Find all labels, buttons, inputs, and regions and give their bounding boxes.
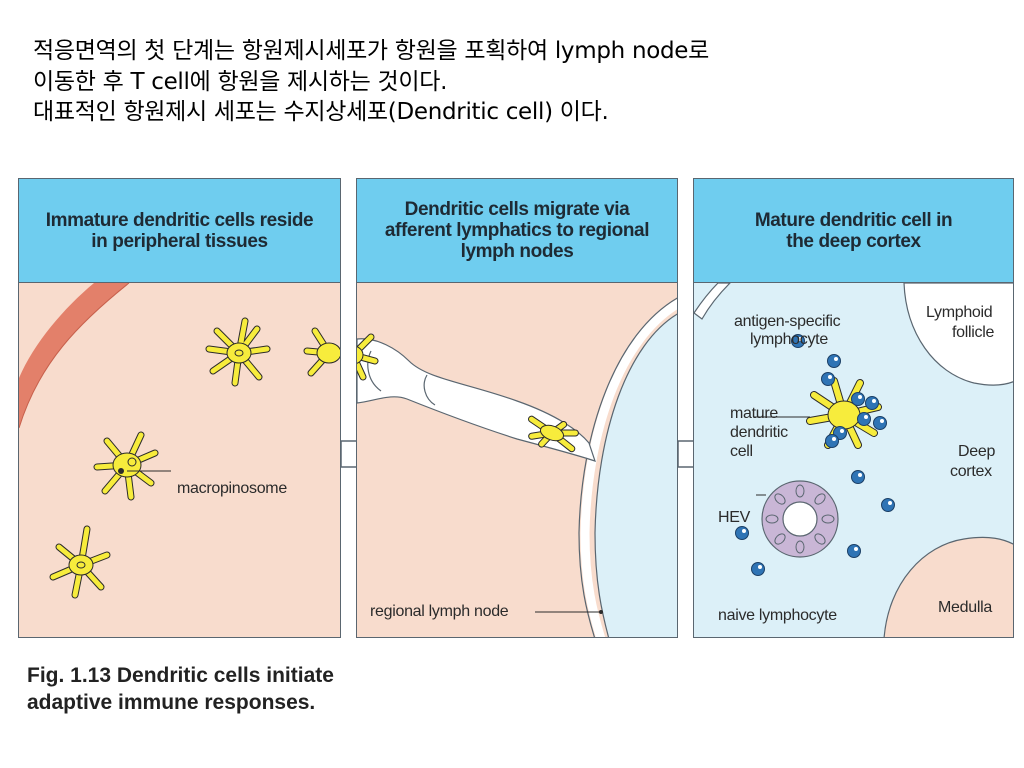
macropinosome-dot [118, 468, 124, 474]
tissue-background [19, 283, 340, 637]
panel-3-title-line: the deep cortex [786, 230, 921, 252]
panel-mature-dc: Mature dendritic cell in the deep cortex [693, 178, 1014, 638]
panel-2-title-line: Dendritic cells migrate via [404, 199, 630, 220]
dendritic-cell [303, 327, 340, 377]
intro-line: 대표적인 항원제시 세포는 수지상세포(Dendritic cell) 이다. [33, 99, 609, 125]
lymphocyte-nuclei [798, 337, 884, 441]
panel-2-title-line: afferent lymphatics to regional [384, 220, 650, 241]
dendritic-cell [357, 333, 379, 381]
panel-3-header: Mature dendritic cell in the deep cortex [694, 179, 1013, 283]
deep-cortex-illustration [694, 283, 1013, 637]
lymphatic-migration-illustration [357, 283, 677, 637]
panel-3-title-line: Mature dendritic cell in [754, 209, 953, 231]
deep-cortex-label: Deep [958, 443, 996, 460]
dendritic-cell [205, 317, 271, 387]
lymph-node-region [594, 313, 677, 637]
caption-line: Fig. 1.13 Dendritic cells initiate [27, 664, 334, 687]
macropinosome-label: macropinosome [177, 480, 287, 497]
antigen-specific-label: antigen-specific [734, 313, 841, 330]
migrating-dendritic-cell [527, 415, 579, 453]
regional-lymph-node-label: regional lymph node [370, 603, 509, 620]
panel-1-title-line: in peripheral tissues [91, 230, 268, 252]
caption-line: adaptive immune responses. [27, 691, 316, 714]
high-endothelial-venule [761, 480, 839, 558]
medulla-label: Medulla [938, 599, 992, 616]
hev-label: HEV [718, 509, 750, 526]
intro-line: 적응면역의 첫 단계는 항원제시세포가 항원을 포획하여 lymph node로 [33, 38, 709, 64]
panel-2-header: Dendritic cells migrate via afferent lym… [357, 179, 677, 283]
lymphoid-follicle-label: Lymphoid [926, 304, 993, 321]
lymphoid-follicle [903, 283, 1013, 386]
panel-dc-migration: Dendritic cells migrate via afferent lym… [356, 178, 678, 638]
dendritic-cell-with-macropinosome [93, 431, 159, 501]
intro-line: 이동한 후 T cell에 항원을 제시하는 것이다. [33, 68, 448, 95]
afferent-lymphatic-vessel [357, 338, 596, 462]
intro-text: 적응면역의 첫 단계는 항원제시세포가 항원을 포획하여 lymph node로… [33, 36, 993, 128]
figure-caption: Fig. 1.13 Dendritic cells initiate adapt… [27, 662, 334, 716]
mature-dc-label: cell [730, 443, 753, 460]
peripheral-tissue-illustration [19, 283, 340, 637]
naive-lymphocyte-label: naive lymphocyte [718, 607, 837, 624]
panel-immature-dc: Immature dendritic cells reside in perip… [18, 178, 341, 638]
medulla-region [883, 536, 1013, 637]
deep-cortex-label: cortex [950, 463, 992, 480]
antigen-specific-label: lymphocyte [750, 331, 828, 348]
mature-dc-label: mature [730, 405, 778, 422]
panel-2-title-line: lymph nodes [460, 241, 574, 262]
lymphoid-follicle-label: follicle [952, 324, 995, 341]
mature-dc-label: dendritic [730, 424, 788, 441]
dendritic-cell [49, 525, 111, 599]
panel-1-title-line: Immature dendritic cells reside [45, 209, 314, 231]
epithelium-edge [19, 283, 129, 428]
panel-1-header: Immature dendritic cells reside in perip… [19, 179, 340, 283]
